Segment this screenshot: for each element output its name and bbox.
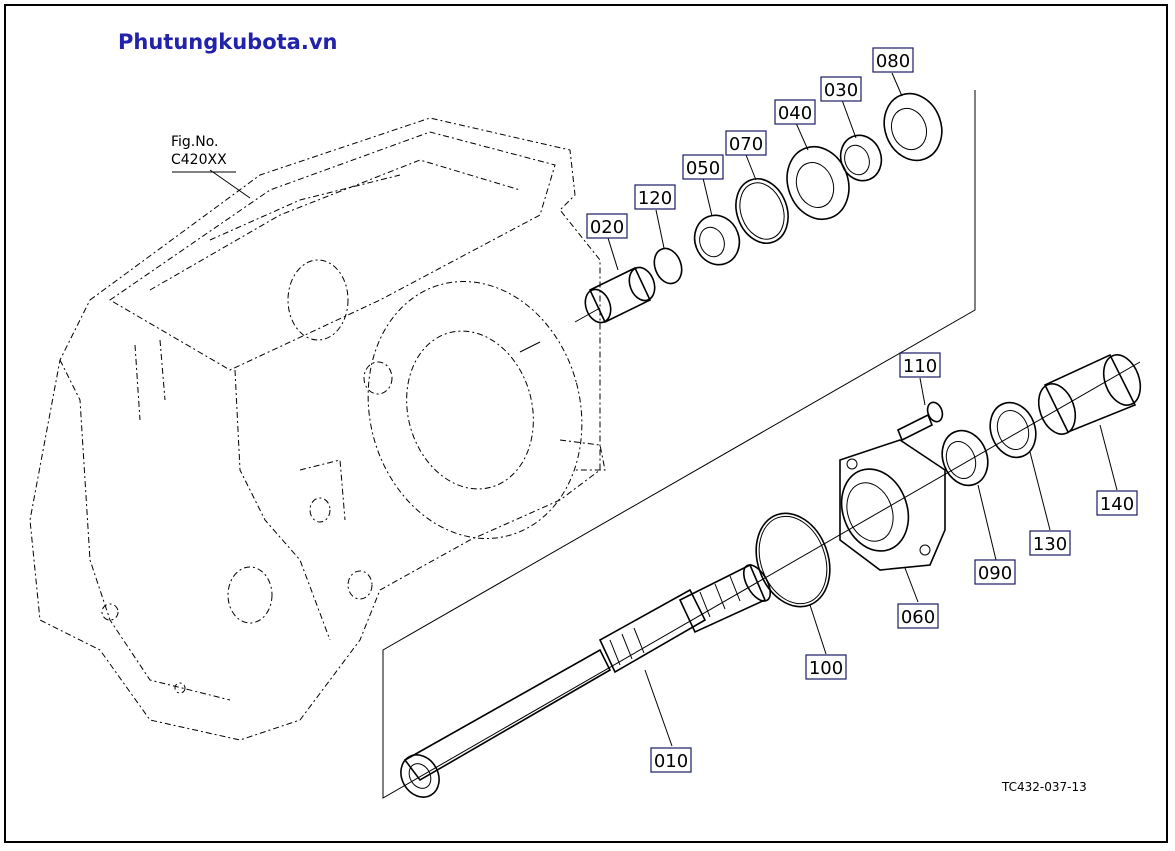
callout-050: 050 — [682, 154, 724, 180]
callout-090: 090 — [974, 559, 1016, 585]
figure-reference: Fig.No. C420XX — [171, 133, 227, 169]
callout-020: 020 — [586, 213, 628, 239]
assembly-box — [382, 90, 1141, 799]
callout-070: 070 — [725, 130, 767, 156]
callout-100: 100 — [805, 654, 847, 680]
pto-shaft — [400, 563, 772, 798]
callout-label: 100 — [809, 658, 843, 679]
seal-090 — [941, 429, 989, 487]
callout-label: 120 — [638, 188, 672, 209]
callout-label: 030 — [824, 80, 858, 101]
snap-ring-120 — [653, 247, 683, 285]
callout-140: 140 — [1096, 490, 1138, 516]
callout-030: 030 — [820, 76, 862, 102]
fig-number: C420XX — [171, 152, 227, 168]
callout-130: 130 — [1029, 530, 1071, 556]
callout-label: 010 — [654, 751, 688, 772]
bearing-case-060 — [839, 439, 946, 571]
bolt-110 — [896, 401, 944, 442]
callout-label: 050 — [686, 158, 720, 179]
callout-080: 080 — [872, 47, 914, 73]
drawing-code: TC432-037-13 — [1002, 780, 1087, 794]
spacer-030 — [839, 134, 883, 182]
needle-bearing — [584, 266, 656, 324]
leader-lines — [172, 72, 1118, 747]
callout-label: 040 — [778, 103, 812, 124]
callout-060: 060 — [897, 603, 939, 629]
callout-label: 140 — [1100, 494, 1134, 515]
callout-010: 010 — [650, 747, 692, 773]
callout-label: 130 — [1033, 534, 1067, 555]
collar-050 — [693, 214, 741, 266]
oil-seal-080 — [883, 92, 943, 162]
washer-130 — [989, 401, 1037, 459]
callout-label: 090 — [978, 563, 1012, 584]
callout-label: 020 — [590, 217, 624, 238]
callout-label: 060 — [901, 607, 935, 628]
cover-140 — [1037, 353, 1142, 435]
fig-label: Fig.No. — [171, 134, 219, 150]
callout-040: 040 — [774, 99, 816, 125]
callout-120: 120 — [634, 184, 676, 210]
callout-110: 110 — [899, 352, 941, 378]
transmission-housing — [29, 117, 606, 741]
callout-label: 070 — [729, 134, 763, 155]
site-title: Phutungkubota.vn — [118, 30, 338, 54]
diagram-frame — [4, 4, 1168, 843]
callout-label: 110 — [903, 356, 937, 377]
ball-bearing-040 — [786, 145, 850, 221]
callout-label: 080 — [876, 51, 910, 72]
circlip-070 — [735, 178, 789, 244]
o-ring-100 — [755, 512, 831, 608]
